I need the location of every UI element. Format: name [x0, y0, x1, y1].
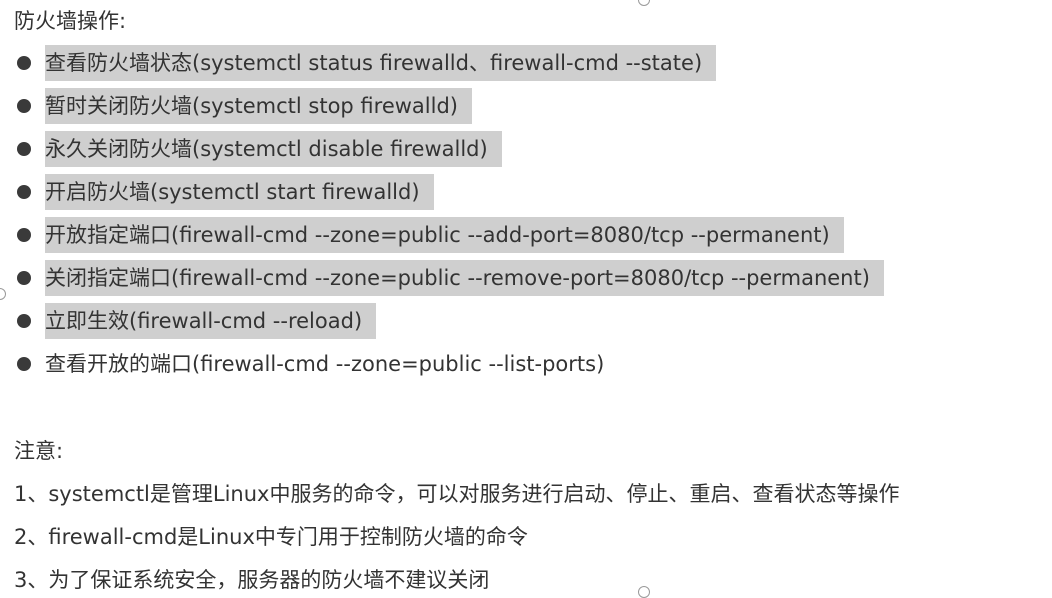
- notes-title: 注意:: [14, 439, 64, 463]
- list-item: 开放指定端口(firewall-cmd --zone=public --add-…: [14, 217, 844, 253]
- resize-handle-top[interactable]: [638, 0, 650, 6]
- list-item: 暂时关闭防火墙(systemctl stop firewalld): [14, 88, 472, 124]
- list-item: 立即生效(firewall-cmd --reload): [14, 303, 377, 339]
- note-item: 1、systemctl是管理Linux中服务的命令，可以对服务进行启动、停止、重…: [14, 482, 900, 506]
- bullet-text: 开启防火墙(systemctl start firewalld): [45, 174, 434, 210]
- list-item: 查看开放的端口(firewall-cmd --zone=public --lis…: [14, 346, 618, 382]
- resize-handle-bottom[interactable]: [638, 586, 650, 598]
- bullet-text: 关闭指定端口(firewall-cmd --zone=public --remo…: [45, 260, 884, 296]
- list-item: 查看防火墙状态(systemctl status firewalld、firew…: [14, 45, 717, 81]
- list-item: 开启防火墙(systemctl start firewalld): [14, 174, 434, 210]
- list-item: 永久关闭防火墙(systemctl disable firewalld): [14, 131, 502, 167]
- bullet-dot-icon: [17, 314, 31, 328]
- note-item: 3、为了保证系统安全，服务器的防火墙不建议关闭: [14, 568, 490, 592]
- page-title: 防火墙操作:: [14, 9, 127, 33]
- bullet-text: 查看防火墙状态(systemctl status firewalld、firew…: [45, 45, 717, 81]
- bullet-dot-icon: [17, 228, 31, 242]
- list-item: 关闭指定端口(firewall-cmd --zone=public --remo…: [14, 260, 884, 296]
- bullet-text: 永久关闭防火墙(systemctl disable firewalld): [45, 131, 502, 167]
- bullet-dot-icon: [17, 56, 31, 70]
- bullet-dot-icon: [17, 185, 31, 199]
- bullet-dot-icon: [17, 357, 31, 371]
- bullet-text: 开放指定端口(firewall-cmd --zone=public --add-…: [45, 217, 844, 253]
- resize-handle-left[interactable]: [0, 288, 6, 300]
- bullet-dot-icon: [17, 271, 31, 285]
- bullet-text: 立即生效(firewall-cmd --reload): [45, 303, 377, 339]
- bullet-dot-icon: [17, 142, 31, 156]
- bullet-text: 暂时关闭防火墙(systemctl stop firewalld): [45, 88, 472, 124]
- bullet-text: 查看开放的端口(firewall-cmd --zone=public --lis…: [45, 352, 605, 376]
- bullet-dot-icon: [17, 99, 31, 113]
- note-item: 2、firewall-cmd是Linux中专门用于控制防火墙的命令: [14, 525, 528, 549]
